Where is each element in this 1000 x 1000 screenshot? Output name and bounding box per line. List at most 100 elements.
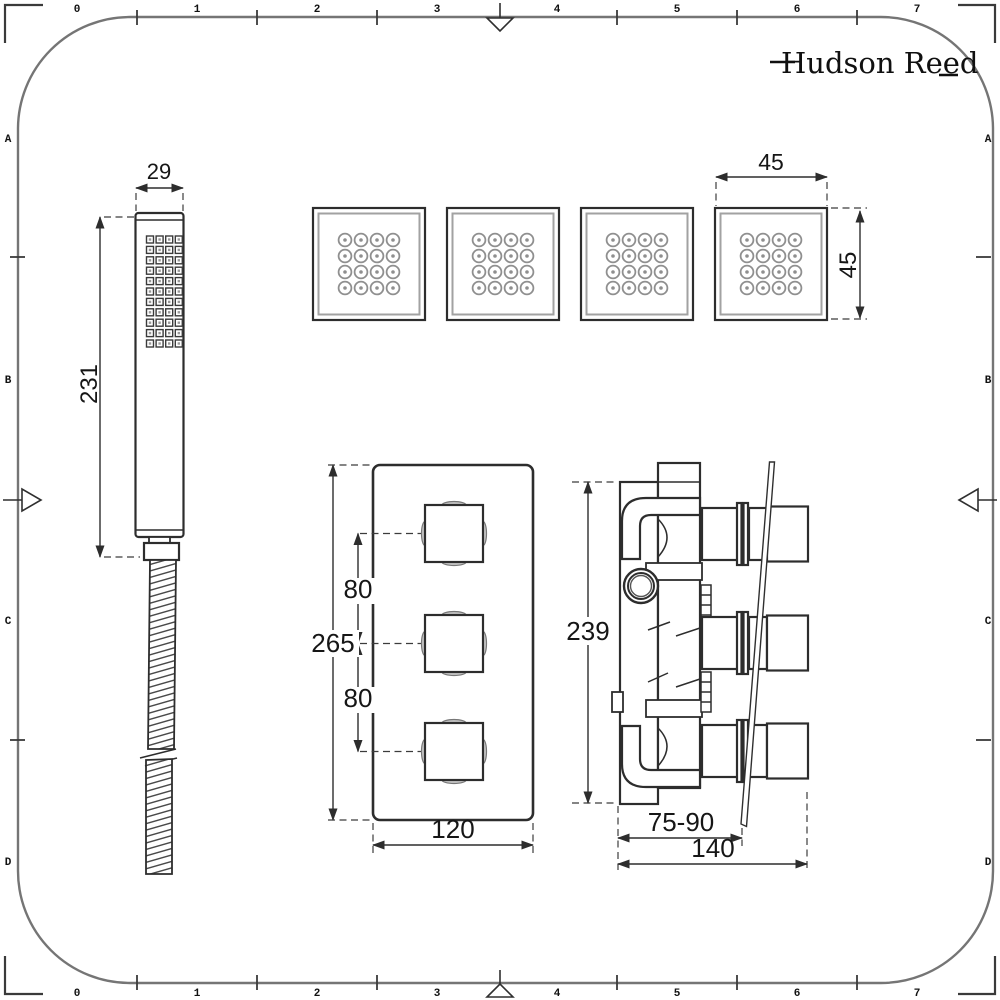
jet-nozzle-dot (477, 238, 481, 242)
ruler-label: 5 (674, 4, 681, 16)
ruler-ticks (10, 10, 991, 990)
ruler-label: 7 (914, 988, 921, 1000)
jet-nozzle-dot (493, 270, 497, 274)
jet-nozzle-dot (509, 254, 513, 258)
ruler-label: 4 (554, 4, 561, 16)
wand-nozzle-dot (168, 269, 171, 272)
jet-nozzle-dot (391, 286, 395, 290)
jet-nozzle-dot (793, 286, 797, 290)
pipe-elbow-top (620, 496, 702, 561)
handset-drawing: 29 231 (76, 159, 185, 875)
jet-nozzle-dot (627, 270, 631, 274)
jet-nozzle-dot (391, 238, 395, 242)
jet-nozzle-dot (627, 238, 631, 242)
wand-nozzle-dot (158, 269, 161, 272)
shower-hose (139, 559, 178, 875)
jet-height-dim-label: 45 (835, 252, 862, 279)
ruler-label: 3 (434, 988, 441, 1000)
wand-nozzle-dot (148, 311, 152, 314)
jet-nozzle-dot (525, 286, 529, 290)
side-valve-stem (700, 718, 810, 784)
body-jet (579, 206, 695, 322)
jet-nozzle-dot (643, 270, 647, 274)
jet-nozzle-dot (643, 254, 647, 258)
ruler-label: 0 (74, 4, 81, 16)
stem-knob (765, 722, 810, 780)
wand-nozzle-dot (168, 300, 171, 304)
ruler-label: B (5, 375, 12, 387)
wand-nozzle-dot (148, 269, 152, 272)
ruler-label: A (985, 134, 992, 146)
jet-nozzle-dot (375, 286, 379, 290)
wand-nozzle-dot (158, 238, 161, 241)
jet-nozzle-dot (777, 254, 781, 258)
side-height-dim-label: 239 (566, 616, 609, 646)
jet-nozzle-dot (509, 286, 513, 290)
side-ribs (700, 584, 712, 713)
corner-bracket-top-right (958, 3, 997, 43)
side-inlet-port (622, 567, 660, 605)
wand-nozzle-dot (148, 342, 152, 345)
ruler-label: 7 (914, 4, 921, 16)
wand-nozzle-dot (158, 321, 161, 324)
valve-handle (420, 610, 488, 677)
jet-nozzle-dot (359, 286, 363, 290)
wand-nozzle-grid (145, 235, 184, 348)
wand-nozzle-dot (168, 331, 171, 335)
wand-nozzle-dot (177, 269, 180, 272)
valve-handle (420, 500, 488, 567)
valve-front-view: 80 80 265 120 (307, 463, 535, 854)
jet-nozzle-dot (793, 270, 797, 274)
trim-plate-blade (740, 461, 776, 828)
wand-nozzle-dot (177, 259, 180, 262)
jet-nozzle-dot (659, 254, 663, 258)
hose-nut (142, 541, 181, 562)
elbow-arc (657, 518, 668, 558)
side-valve-stem (700, 610, 810, 676)
jet-nozzle-dot (643, 286, 647, 290)
handset-width-dim-label: 29 (147, 159, 171, 184)
ruler-label: D (5, 857, 12, 869)
jet-nozzle-dot (745, 254, 749, 258)
jet-nozzle-dot (343, 238, 347, 242)
jet-nozzle-dot (343, 254, 347, 258)
jet-nozzle-dot (477, 286, 481, 290)
jet-nozzle-dot (375, 254, 379, 258)
wand-nozzle-dot (168, 311, 171, 314)
body-jet (311, 206, 427, 322)
wand-nozzle-dot (177, 311, 180, 314)
jet-nozzle-dot (745, 270, 749, 274)
wand-nozzle-dot (158, 290, 161, 293)
stem-knob (765, 505, 810, 563)
wand-nozzle-dot (177, 342, 180, 345)
centre-marker-top (485, 3, 515, 33)
handle-spacing-dim-label: 80 (344, 683, 373, 713)
ruler-label: C (5, 616, 12, 628)
jet-nozzle-dot (375, 270, 379, 274)
wand-nozzle-dot (158, 259, 161, 262)
wand-nozzle-dot (177, 321, 180, 324)
ruler-label: 4 (554, 988, 561, 1000)
body-jet (445, 206, 561, 322)
side-step (645, 699, 703, 718)
jet-nozzle-dot (627, 286, 631, 290)
handle-spacing-dim-label: 80 (344, 574, 373, 604)
corner-bracket-bottom-left (3, 956, 43, 996)
wand-nozzle-dot (158, 300, 161, 304)
corner-bracket-bottom-right (958, 956, 997, 996)
jet-nozzle-dot (659, 286, 663, 290)
jet-nozzle-dot (611, 254, 615, 258)
ruler-label: 1 (194, 988, 201, 1000)
ruler-label: 6 (794, 988, 801, 1000)
jet-nozzle-dot (525, 238, 529, 242)
handset-height-dim-label: 231 (76, 364, 103, 404)
wand-nozzle-dot (168, 238, 171, 241)
centre-marker-left (3, 487, 43, 513)
pipe-elbow-bottom (620, 724, 702, 789)
wand-nozzle-dot (177, 290, 180, 293)
jet-nozzle-dot (793, 238, 797, 242)
wand-nozzle-dot (168, 321, 171, 324)
